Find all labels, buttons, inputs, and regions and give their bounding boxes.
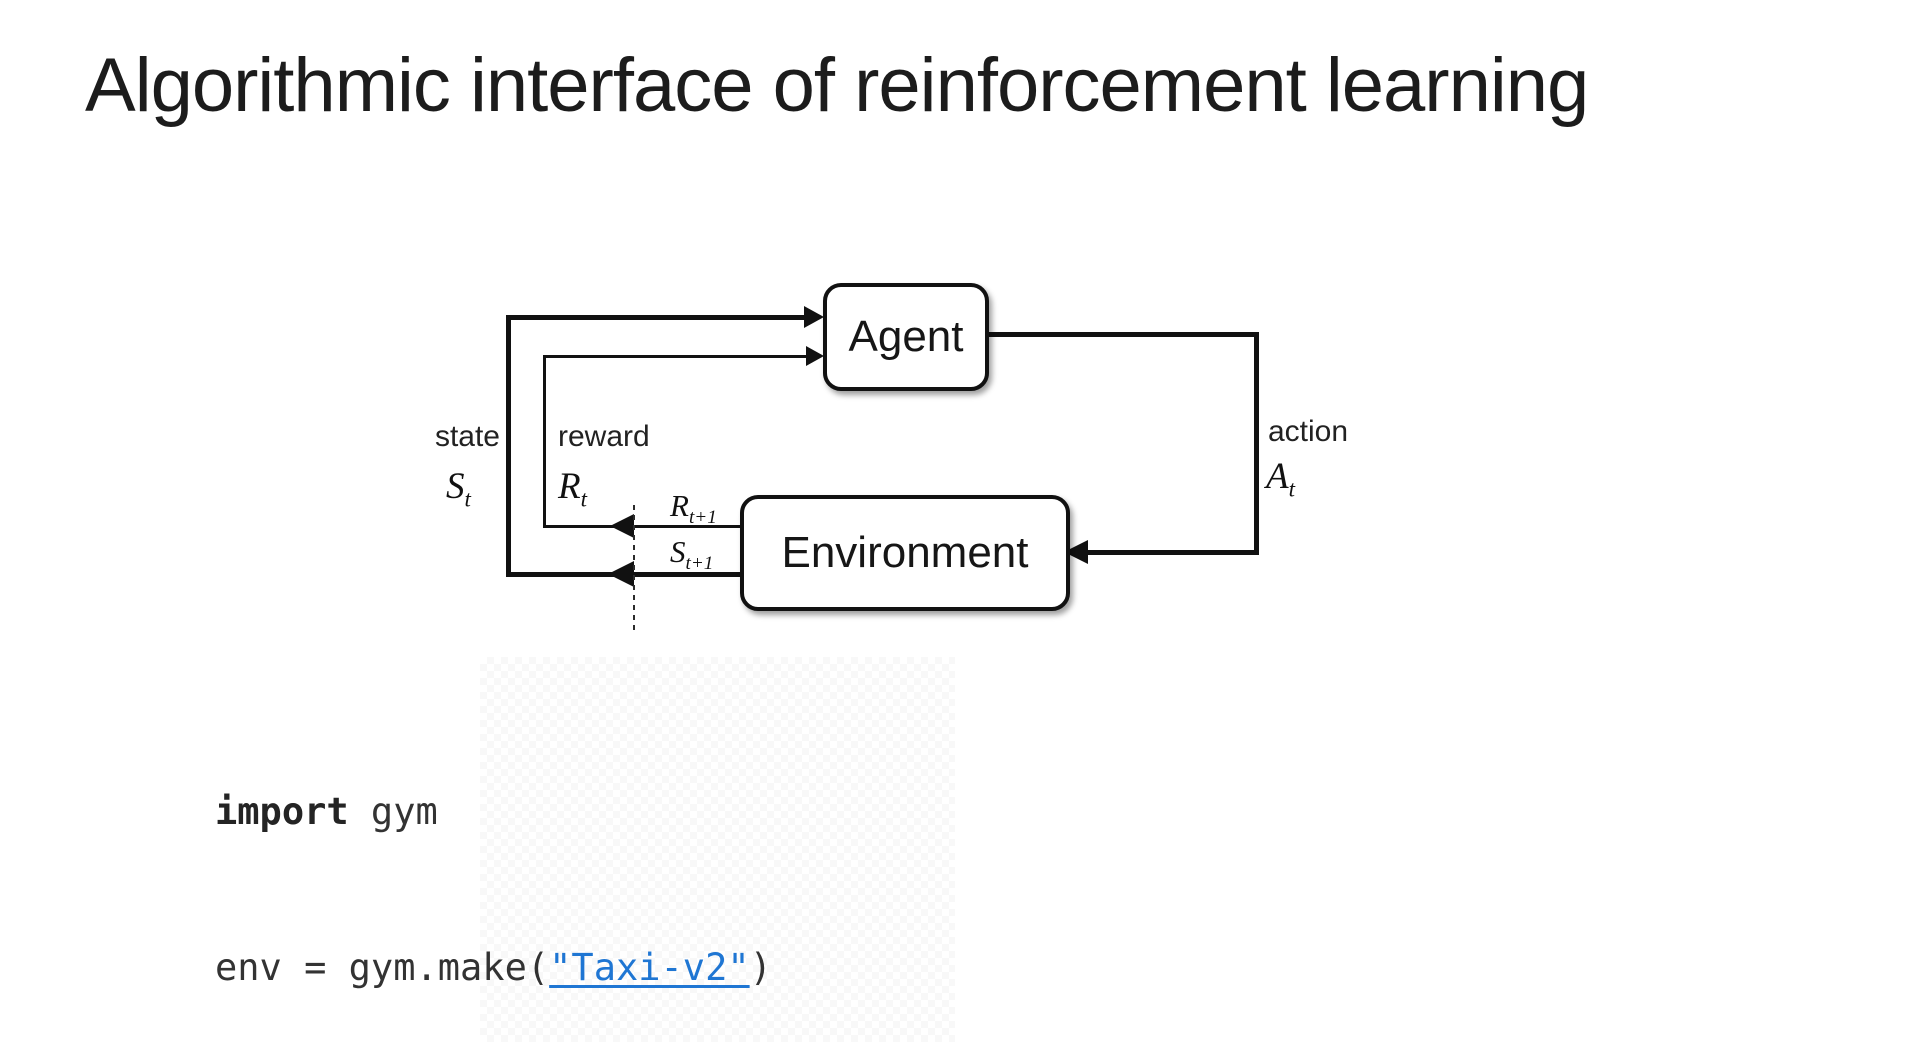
code-line: env = gym.make("Taxi-v2") bbox=[215, 942, 1418, 994]
next-reward-arrowhead bbox=[610, 514, 634, 538]
reward-line-left bbox=[543, 355, 546, 528]
agent-label: Agent bbox=[848, 312, 964, 361]
reward-label: reward bbox=[558, 420, 650, 453]
code-token-kw: import bbox=[215, 790, 349, 833]
state-symbol: St bbox=[446, 466, 471, 512]
reward-line-top bbox=[543, 355, 806, 358]
reward-line-bottom bbox=[543, 525, 742, 528]
next-state-arrowhead bbox=[608, 561, 634, 587]
code-line: import gym bbox=[215, 786, 1418, 838]
state-line-left bbox=[506, 315, 511, 577]
state-line-top bbox=[506, 315, 806, 320]
reward-arrowhead-into-agent bbox=[806, 346, 824, 366]
code-string-link[interactable]: "Taxi-v2" bbox=[549, 946, 750, 989]
environment-box: Environment bbox=[740, 495, 1070, 611]
action-label: action bbox=[1268, 415, 1349, 448]
time-boundary-dashed-line bbox=[633, 505, 635, 631]
code-token-plain: gym bbox=[348, 790, 438, 833]
code-block: import gym env = gym.make("Taxi-v2") obs… bbox=[215, 682, 1418, 1048]
action-symbol: At bbox=[1266, 456, 1295, 502]
agent-box: Agent bbox=[823, 283, 989, 391]
reward-symbol: Rt bbox=[558, 466, 587, 512]
code-token-plain: env = gym.make( bbox=[215, 946, 550, 989]
code-token-plain: ) bbox=[749, 946, 772, 989]
action-line-top bbox=[981, 332, 1259, 337]
page-title: Algorithmic interface of reinforcement l… bbox=[85, 43, 1589, 128]
next-state-symbol: St+1 bbox=[670, 534, 714, 575]
state-label: state bbox=[434, 420, 500, 453]
background-texture bbox=[480, 657, 955, 1042]
state-arrowhead-into-agent bbox=[804, 306, 824, 328]
action-line-bottom bbox=[1080, 550, 1259, 555]
environment-label: Environment bbox=[781, 528, 1029, 577]
action-line-right bbox=[1254, 332, 1259, 553]
next-reward-symbol: Rt+1 bbox=[670, 488, 717, 529]
